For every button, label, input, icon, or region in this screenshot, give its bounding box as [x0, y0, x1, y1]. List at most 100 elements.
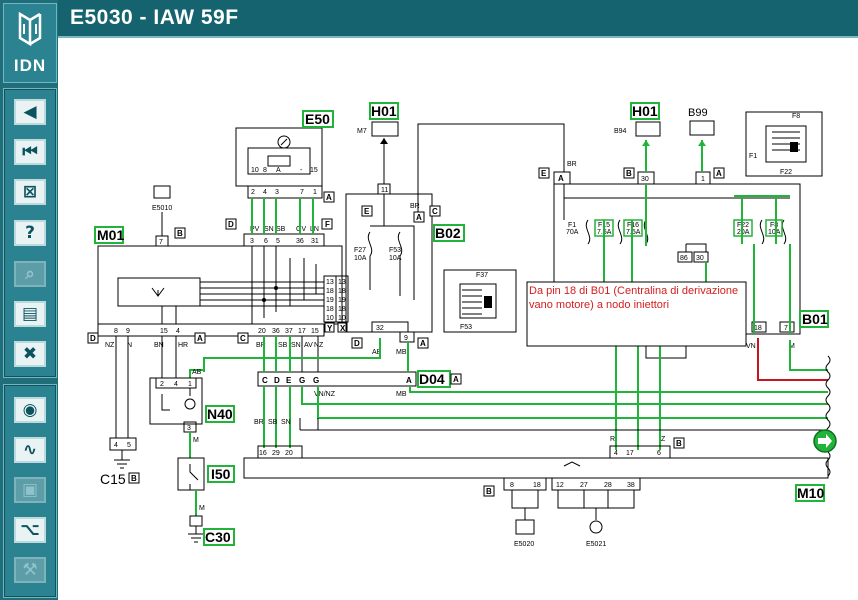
connector-label: A: [416, 213, 422, 222]
fuse-label: F1: [568, 222, 576, 229]
wire-code: AB: [372, 349, 382, 356]
connector-label: C: [432, 207, 438, 216]
fuse-box-small: [443, 269, 517, 333]
d04-label[interactable]: D04: [419, 371, 445, 387]
fuse-rating: 10A: [389, 255, 402, 262]
wire-code: R: [610, 436, 615, 443]
pin-label: 32: [376, 325, 384, 332]
fuse-rating: 20A: [737, 229, 750, 236]
pin-label: 20: [285, 450, 293, 457]
pin-label: 11: [381, 187, 388, 194]
fuse-map-label: F1: [749, 153, 757, 160]
signal-button[interactable]: ∿: [14, 437, 46, 463]
connector-label: A: [716, 169, 722, 178]
tool-button[interactable]: ⚒: [14, 557, 46, 583]
b02-label[interactable]: B02: [435, 225, 461, 241]
fuse-label: F22: [737, 222, 749, 229]
connector-label: B: [626, 169, 632, 178]
wire-code: VN/NZ: [314, 391, 336, 398]
pin-label: 18: [533, 482, 541, 489]
i50-label[interactable]: I50: [211, 466, 231, 482]
first-button[interactable]: ⏮: [14, 139, 46, 165]
connector-label: A: [326, 193, 332, 202]
view-button[interactable]: ◉: [14, 397, 46, 423]
e50-inner-pin: -: [300, 167, 303, 174]
e50-label[interactable]: E50: [305, 111, 330, 127]
c30-label[interactable]: C30: [205, 529, 231, 545]
component-button[interactable]: ▣: [14, 477, 46, 503]
e50-pin: 3: [275, 189, 279, 196]
m01-label[interactable]: M01: [97, 227, 124, 243]
m01-side-pin: 13: [326, 279, 334, 286]
e50-box: [235, 127, 323, 187]
close-box-button[interactable]: ⊠: [14, 179, 46, 205]
connector-label: D: [90, 334, 96, 343]
wire-code: SB: [276, 226, 286, 233]
m01-pin: 36: [296, 238, 304, 245]
connector-label: A: [453, 375, 459, 384]
prev-button[interactable]: ◀: [14, 99, 46, 125]
print-button[interactable]: ▤: [14, 301, 46, 327]
i50-box: [177, 457, 205, 491]
help-button[interactable]: ?: [14, 220, 46, 246]
exit-button[interactable]: ✖: [14, 341, 46, 367]
fuse-label: F27: [354, 247, 366, 254]
b01-label[interactable]: B01: [802, 311, 828, 327]
pin-label: 7: [784, 325, 788, 332]
connector-label: A: [197, 334, 203, 343]
next-page-icon[interactable]: [813, 429, 837, 453]
pin-label: 27: [580, 482, 588, 489]
m01-side-pin: 13: [338, 279, 346, 286]
wire-code: VN: [746, 343, 756, 350]
connector-label: B: [177, 229, 183, 238]
connector-label: B: [131, 474, 137, 483]
pin-label: 4: [174, 381, 178, 388]
wire-code: BR: [410, 203, 420, 210]
pin-label: 6: [657, 450, 661, 457]
wire-code: AV: [304, 342, 313, 349]
m01-side-pin: 18: [338, 306, 346, 313]
wire-code: BN: [154, 342, 164, 349]
wire-code: Z: [661, 436, 666, 443]
wire-code: NZ: [105, 342, 115, 349]
m01-pin: 4: [176, 328, 180, 335]
pin-label: G: [313, 376, 319, 385]
fuse-rating: 7.5A: [626, 229, 641, 236]
connector-label: B: [486, 487, 492, 496]
wire-code: GV: [296, 226, 306, 233]
wire-code: LN: [310, 226, 319, 233]
connector-label: Y: [327, 324, 333, 333]
e50-inner-pin: 15: [310, 167, 318, 174]
wire-code: BR: [567, 161, 577, 168]
fuse-map: [745, 111, 823, 177]
m01-side-pin: 19: [326, 297, 334, 304]
pin-label: 8: [510, 482, 514, 489]
annotation-text: Da pin 18 di B01 (Centralina di derivazi…: [529, 285, 739, 311]
c15-label[interactable]: C15: [100, 471, 126, 487]
fuse-rating: 70A: [566, 229, 579, 236]
pin-label: D: [274, 376, 280, 385]
e50-label-box: [302, 110, 334, 128]
h01-label[interactable]: H01: [371, 103, 397, 119]
m10-label[interactable]: M10: [797, 485, 824, 501]
pin-label: 4: [614, 450, 618, 457]
m01-pin: 9: [126, 328, 130, 335]
wire-code: SB: [268, 419, 278, 426]
wire-code: BR: [254, 419, 264, 426]
pin-label: 18: [754, 325, 762, 332]
e50-pin: 4: [263, 189, 267, 196]
wire-code: AB: [192, 369, 202, 376]
wire-code: MB: [396, 391, 407, 398]
n40-label[interactable]: N40: [207, 406, 233, 422]
b99-label[interactable]: B99: [688, 107, 708, 119]
e50-inner-pin: 8: [263, 167, 267, 174]
zoom-button[interactable]: ⌕: [14, 261, 46, 287]
h01-label-2[interactable]: H01: [632, 103, 658, 119]
fuse-rating: 10A: [354, 255, 367, 262]
fuse-label: F53: [389, 247, 401, 254]
connection-button[interactable]: ⌥: [14, 517, 46, 543]
e50-inner-pin: A: [276, 167, 281, 174]
m01-pin: 3: [250, 238, 254, 245]
m01-pin: 6: [264, 238, 268, 245]
wire-code: M: [193, 437, 199, 444]
